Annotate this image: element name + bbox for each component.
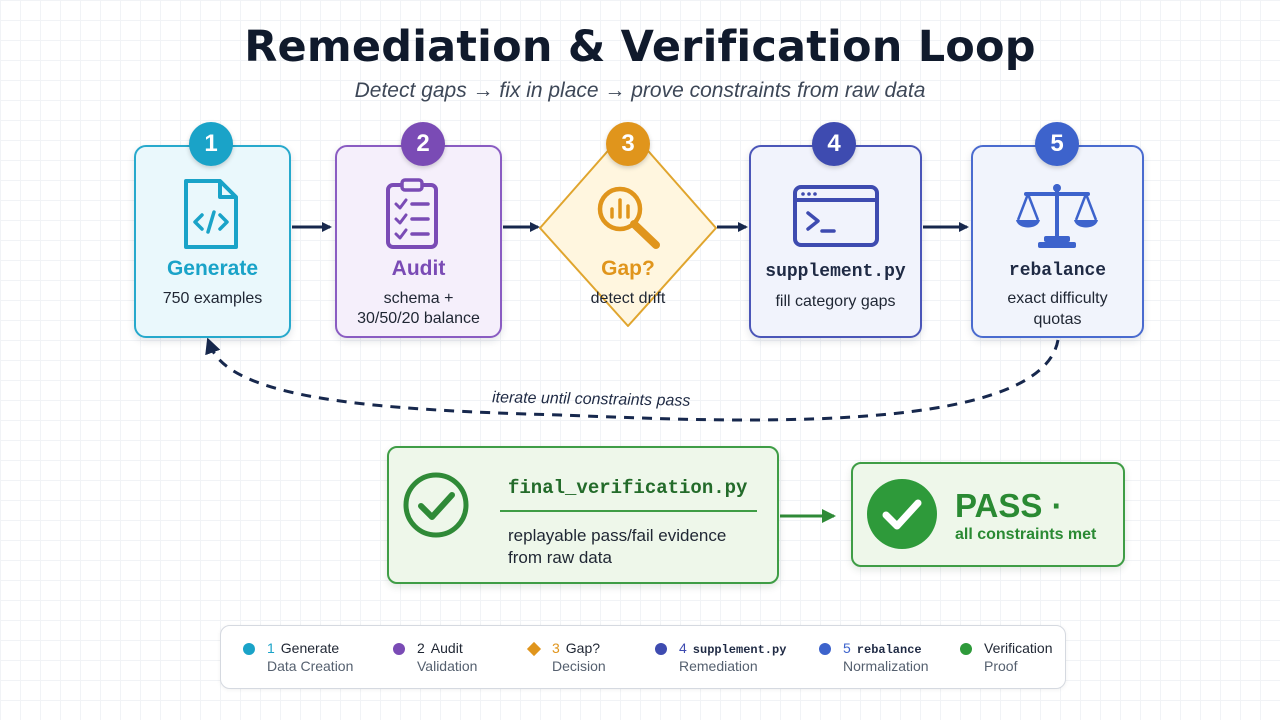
legend-gap-label: Gap? <box>565 640 601 656</box>
legend-rebalance-sub: Normalization <box>843 658 929 674</box>
pass-check-icon <box>867 479 937 549</box>
legend-generate-sub: Data Creation <box>267 658 354 674</box>
legend-gap-sub: Decision <box>552 658 606 674</box>
legend-supplement-label: supplement.py <box>692 643 787 657</box>
step-audit-desc-1: schema + <box>383 290 454 307</box>
pass-sublabel: all constraints met <box>955 526 1097 543</box>
legend-supplement-dot <box>655 643 667 655</box>
pass-label: PASS · <box>955 487 1063 524</box>
legend-verification-sub: Proof <box>984 658 1018 674</box>
step-generate-title: Generate <box>166 257 259 280</box>
step-badge-3: 3 <box>606 122 650 166</box>
legend-verification-label: Verification <box>984 640 1053 656</box>
step-badge-4: 4 <box>812 122 856 166</box>
step-badge-5: 5 <box>1035 122 1079 166</box>
legend-gap-diamond <box>526 641 542 657</box>
final-verification-box <box>387 446 779 584</box>
check-circle-icon <box>403 472 469 538</box>
page-title: Remediation & Verification Loop <box>244 22 1036 72</box>
legend-audit-sub: Validation <box>417 658 478 674</box>
terminal-icon <box>793 185 879 247</box>
legend: 1 Generate Data Creation 2 Audit Validatio… <box>220 625 1066 689</box>
legend-rebalance-num: 5 <box>843 640 851 656</box>
legend-generate-label: Generate <box>280 640 340 656</box>
step-audit-desc-2: 30/50/20 balance <box>357 310 480 327</box>
legend-supplement-num: 4 <box>679 640 687 656</box>
step-supplement-title: supplement.py <box>765 262 906 282</box>
step-gap-title: Gap? <box>601 257 655 280</box>
legend-gap-num: 3 <box>552 640 560 656</box>
step-generate <box>134 145 291 338</box>
magnifier-chart-icon <box>597 186 660 249</box>
step-badge-1: 1 <box>189 122 233 166</box>
loop-label: iterate until constraints pass <box>491 389 691 410</box>
step-supplement <box>749 145 922 338</box>
final-verification-desc-1: replayable pass/fail evidence <box>508 526 727 545</box>
checklist-icon <box>386 178 438 249</box>
step-rebalance-title: rebalance <box>1008 261 1107 281</box>
final-verification-divider <box>500 510 757 512</box>
legend-rebalance-dot <box>819 643 831 655</box>
balance-scale-icon <box>1016 184 1098 248</box>
code-file-icon <box>184 179 238 249</box>
legend-audit-dot <box>393 643 405 655</box>
legend-rebalance-label: rebalance <box>856 643 922 657</box>
step-rebalance-desc-1: exact difficulty <box>1007 290 1108 307</box>
step-generate-desc: 750 examples <box>162 290 263 307</box>
legend-audit-num: 2 <box>417 640 425 656</box>
legend-generate-num: 1 <box>267 640 275 656</box>
final-verification-desc-2: from raw data <box>508 548 612 567</box>
legend-supplement-sub: Remediation <box>679 658 758 674</box>
final-verification-title: final_verification.py <box>508 477 748 499</box>
step-audit <box>335 145 502 338</box>
legend-generate-dot <box>243 643 255 655</box>
step-rebalance-desc-2: quotas <box>1033 311 1082 328</box>
legend-verification-dot <box>960 643 972 655</box>
step-badge-2: 2 <box>401 122 445 166</box>
step-audit-title: Audit <box>391 257 446 280</box>
page-subtitle: Detect gaps → fix in place → prove const… <box>354 79 926 102</box>
step-supplement-desc: fill category gaps <box>775 293 896 310</box>
step-gap-desc: detect drift <box>590 290 666 307</box>
legend-audit-label: Audit <box>430 640 463 656</box>
